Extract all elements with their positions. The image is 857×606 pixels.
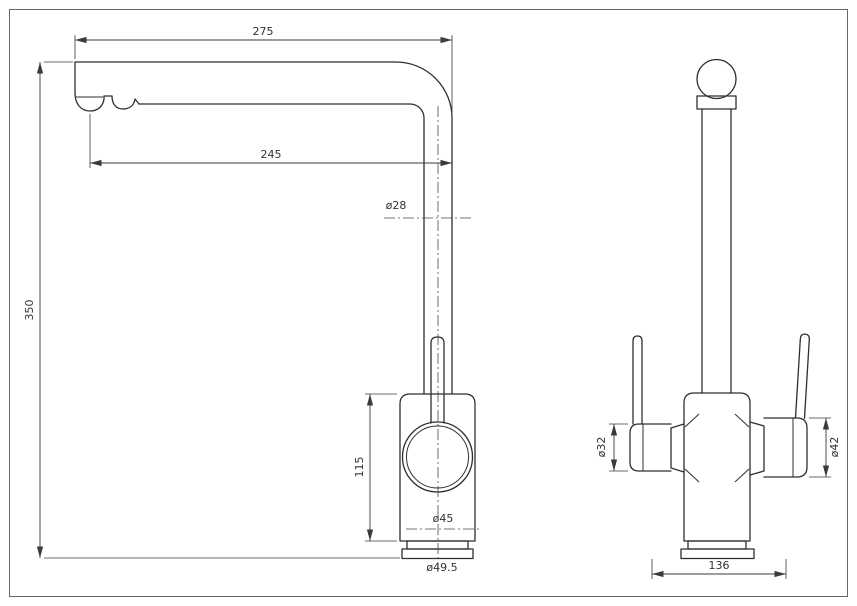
left-lever-rod — [632, 335, 643, 425]
faucet-body-front — [683, 392, 751, 542]
dimension-overall-width: 275 — [74, 25, 453, 112]
right-lever-rod — [794, 333, 810, 419]
dim-overall-height-label: 350 — [23, 300, 36, 321]
dim-base-width-label: 136 — [709, 559, 730, 572]
base-neck-side — [406, 540, 469, 550]
base-flange-front — [680, 548, 755, 560]
side-lever-rod — [430, 336, 445, 424]
dimension-spout-reach: 245 — [89, 114, 452, 168]
dimension-overall-height: 350 — [23, 61, 400, 559]
left-handle-body — [629, 423, 672, 472]
right-hub-cone-line-bottom — [734, 468, 750, 483]
dimension-right-handle-diameter: ø42 — [809, 417, 841, 478]
dim-pipe-diameter-label: ø28 — [386, 199, 407, 212]
sheet-border-frame — [9, 9, 848, 597]
base-neck-front — [687, 540, 747, 550]
top-bend-circle — [696, 58, 737, 100]
aerator-detail — [74, 92, 140, 112]
handle-hub-circle-inner — [406, 425, 469, 489]
front-view: ø32 ø42 136 — [595, 58, 841, 579]
dim-left-handle-diameter-label: ø32 — [595, 437, 608, 458]
left-hub-cone-line-bottom — [684, 468, 700, 483]
dimension-left-handle-diameter: ø32 — [595, 423, 628, 472]
dimension-body-height: 115 — [353, 393, 397, 542]
spout-outer-contour — [74, 61, 453, 395]
spout-collar — [696, 95, 737, 110]
right-hub-cone-line-top — [734, 413, 750, 428]
right-handle-hub — [749, 421, 765, 476]
side-view: 275 245 ø28 350 115 ø45 — [23, 25, 479, 574]
spout-inner-contour — [138, 103, 425, 395]
dim-body-diameter-label: ø45 — [433, 512, 454, 525]
base-flange-side — [401, 548, 474, 560]
dim-right-handle-diameter-label: ø42 — [828, 437, 841, 458]
handle-hub-circle-outer — [401, 421, 474, 493]
dim-base-diameter-label: ø49.5 — [426, 561, 457, 574]
dim-spout-reach-label: 245 — [261, 148, 282, 161]
dim-body-height-label: 115 — [353, 457, 366, 478]
left-hub-cone-line-top — [684, 413, 700, 428]
callout-body-diameter: ø45 — [406, 512, 479, 530]
left-handle-hub — [670, 423, 685, 473]
callout-base-diameter: ø49.5 — [426, 561, 457, 574]
dimension-base-width: 136 — [651, 559, 787, 579]
right-handle-body — [763, 417, 808, 478]
dim-overall-width-label: 275 — [253, 25, 274, 38]
callout-pipe-diameter: ø28 — [384, 199, 471, 219]
faucet-body-side — [399, 393, 476, 542]
